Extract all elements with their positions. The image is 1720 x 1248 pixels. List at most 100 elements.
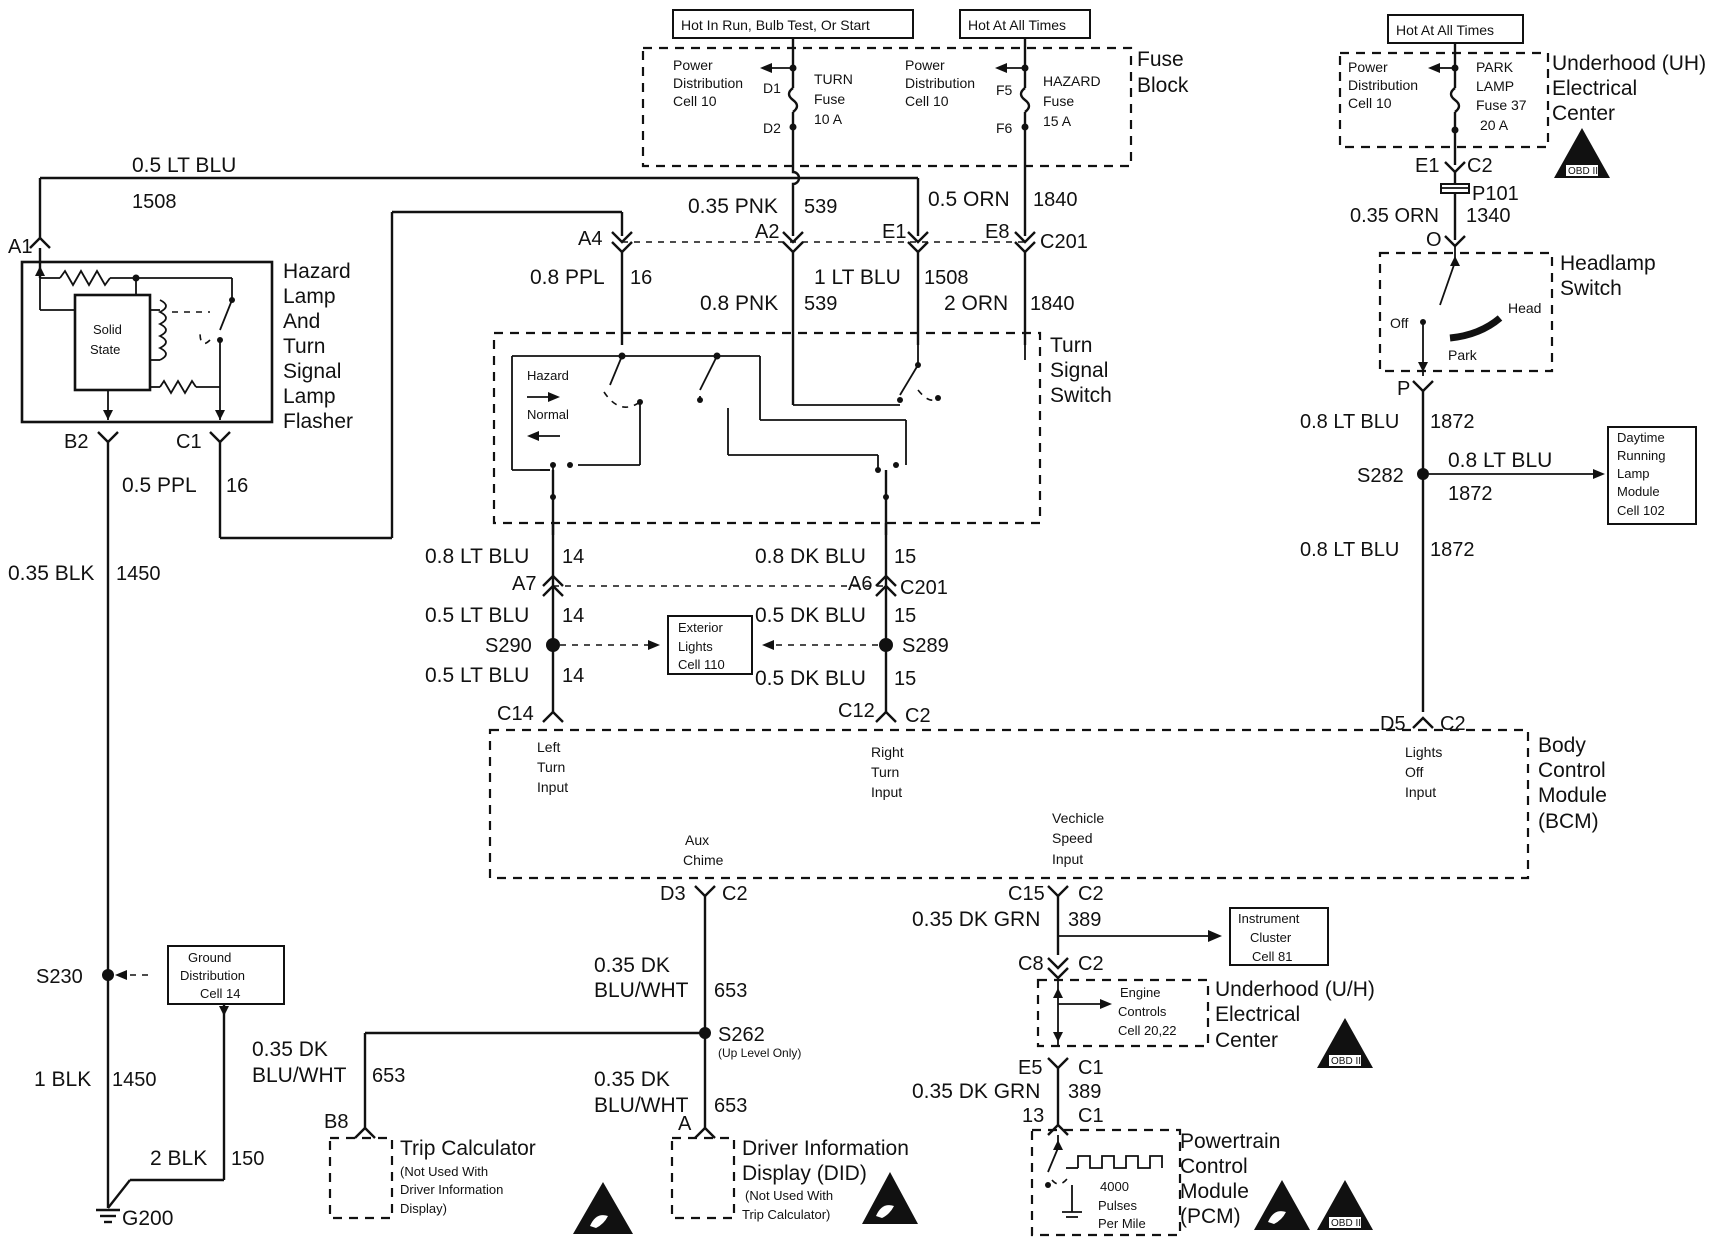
svg-text:Signal: Signal (283, 360, 341, 383)
svg-text:A1: A1 (8, 236, 32, 258)
svg-text:16: 16 (226, 475, 248, 497)
svg-text:Distribution: Distribution (180, 968, 245, 983)
svg-text:C1: C1 (1078, 1105, 1104, 1127)
svg-text:Block: Block (1137, 74, 1189, 97)
svg-text:Engine: Engine (1120, 985, 1160, 1000)
powertrain-control-module: 4000 Pulses Per Mile Powertrain Control … (1030, 1128, 1373, 1237)
svg-text:State: State (90, 342, 120, 357)
svg-text:Lights: Lights (1405, 744, 1442, 760)
svg-text:1508: 1508 (924, 267, 969, 289)
svg-text:Underhood (UH): Underhood (UH) (1552, 52, 1706, 75)
svg-text:Running: Running (1617, 448, 1665, 463)
svg-text:D5: D5 (1380, 713, 1406, 735)
svg-text:BLU/WHT: BLU/WHT (594, 1094, 689, 1117)
svg-text:Input: Input (537, 779, 568, 795)
aux-chime-wiring: D3 C2 0.35 DK BLU/WHT 653 S262 (Up Level… (252, 883, 801, 1139)
exterior-lights-box: Exterior Lights Cell 110 (667, 615, 753, 675)
svg-text:1450: 1450 (116, 563, 161, 585)
svg-text:0.8 LT BLU: 0.8 LT BLU (425, 545, 529, 568)
svg-text:Control: Control (1538, 759, 1606, 782)
svg-text:Lamp: Lamp (283, 385, 336, 408)
svg-text:0.5 DK BLU: 0.5 DK BLU (755, 604, 866, 627)
svg-text:0.35 DK GRN: 0.35 DK GRN (912, 1080, 1040, 1103)
svg-text:1840: 1840 (1030, 293, 1075, 315)
svg-text:TURN: TURN (814, 71, 853, 87)
body-control-module: Body Control Module (BCM) Left Turn Inpu… (488, 728, 1607, 880)
svg-text:G200: G200 (122, 1207, 173, 1230)
svg-text:653: 653 (714, 1095, 747, 1117)
svg-text:Headlamp: Headlamp (1560, 252, 1656, 275)
svg-text:0.8 LT BLU: 0.8 LT BLU (1300, 539, 1399, 561)
svg-text:Solid: Solid (93, 322, 122, 337)
svg-text:Power: Power (1348, 59, 1388, 75)
svg-text:0.5 ORN: 0.5 ORN (928, 188, 1010, 211)
svg-text:C2: C2 (905, 705, 931, 727)
svg-text:LAMP: LAMP (1476, 78, 1514, 94)
svg-text:C12: C12 (838, 700, 875, 722)
hot-at-all-times-box-uh: Hot At All Times (1387, 14, 1524, 44)
svg-text:C2: C2 (722, 883, 748, 905)
svg-text:Ground: Ground (188, 950, 231, 965)
esd-warning-icon (862, 1172, 918, 1224)
svg-text:A2: A2 (755, 221, 779, 243)
svg-text:Distribution: Distribution (673, 75, 743, 91)
instrument-cluster-box: Instrument Cluster Cell 81 (1229, 907, 1329, 966)
svg-text:D1: D1 (763, 80, 781, 96)
svg-text:Vechicle: Vechicle (1052, 810, 1104, 826)
svg-text:389: 389 (1068, 1081, 1101, 1103)
turn-signal-switch: Turn Signal Switch Hazard Normal (492, 331, 1112, 535)
svg-text:10 A: 10 A (814, 111, 843, 127)
svg-text:OBD II: OBD II (1331, 1218, 1361, 1229)
svg-text:0.5 LT BLU: 0.5 LT BLU (132, 154, 236, 177)
svg-text:0.5 LT BLU: 0.5 LT BLU (425, 604, 529, 627)
svg-text:2 BLK: 2 BLK (150, 1147, 207, 1170)
svg-text:Input: Input (871, 784, 902, 800)
svg-text:Flasher: Flasher (283, 410, 353, 433)
svg-text:539: 539 (804, 196, 837, 218)
headlamp-switch: Headlamp Switch Off Head Park (1378, 246, 1656, 376)
svg-text:Right: Right (871, 744, 904, 760)
svg-text:1 BLK: 1 BLK (34, 1068, 91, 1091)
svg-text:0.8 PNK: 0.8 PNK (700, 292, 778, 315)
svg-text:20 A: 20 A (1480, 117, 1509, 133)
svg-text:(PCM): (PCM) (1180, 1205, 1241, 1228)
svg-text:E1: E1 (882, 221, 906, 243)
svg-text:HAZARD: HAZARD (1043, 73, 1101, 89)
svg-text:1450: 1450 (112, 1069, 157, 1091)
svg-text:S230: S230 (36, 966, 83, 988)
svg-text:14: 14 (562, 546, 584, 568)
svg-text:C14: C14 (497, 703, 534, 725)
fuse-block: Fuse Block Power Distribution Cell 10 D1… (641, 46, 1189, 168)
svg-text:C2: C2 (1440, 713, 1466, 735)
svg-text:Off: Off (1405, 764, 1424, 780)
svg-text:(Not Used With: (Not Used With (400, 1164, 488, 1179)
underhood-electrical-center-top: Underhood (UH) Electrical Center Power D… (1338, 51, 1706, 251)
svg-text:0.5 DK BLU: 0.5 DK BLU (755, 667, 866, 690)
svg-text:Instrument: Instrument (1238, 911, 1300, 926)
esd-warning-icon (1254, 1180, 1310, 1230)
svg-text:S290: S290 (485, 635, 532, 657)
svg-text:Module: Module (1538, 784, 1607, 807)
svg-text:C1: C1 (1078, 1057, 1104, 1079)
svg-text:And: And (283, 310, 320, 333)
svg-text:Hazard: Hazard (283, 260, 351, 283)
svg-text:15 A: 15 A (1043, 113, 1072, 129)
svg-text:Center: Center (1215, 1029, 1278, 1052)
svg-text:Driver Information: Driver Information (742, 1137, 909, 1160)
svg-text:Control: Control (1180, 1155, 1248, 1178)
svg-text:D3: D3 (660, 883, 686, 905)
trip-calculator: Trip Calculator (Not Used With Driver In… (328, 1136, 633, 1234)
svg-text:0.35 DK: 0.35 DK (252, 1038, 328, 1061)
svg-text:C2: C2 (1078, 883, 1104, 905)
svg-text:0.5 LT BLU: 0.5 LT BLU (425, 664, 529, 687)
svg-text:0.35 DK: 0.35 DK (594, 954, 670, 977)
svg-text:Module: Module (1180, 1180, 1249, 1203)
svg-text:S262: S262 (718, 1024, 765, 1046)
svg-text:150: 150 (231, 1148, 264, 1170)
svg-text:BLU/WHT: BLU/WHT (252, 1064, 347, 1087)
svg-text:Distribution: Distribution (905, 75, 975, 91)
svg-text:Cell 110: Cell 110 (678, 657, 725, 672)
svg-text:Signal: Signal (1050, 359, 1108, 382)
svg-text:Hot At All Times: Hot At All Times (968, 17, 1066, 33)
svg-text:C2: C2 (1078, 953, 1104, 975)
